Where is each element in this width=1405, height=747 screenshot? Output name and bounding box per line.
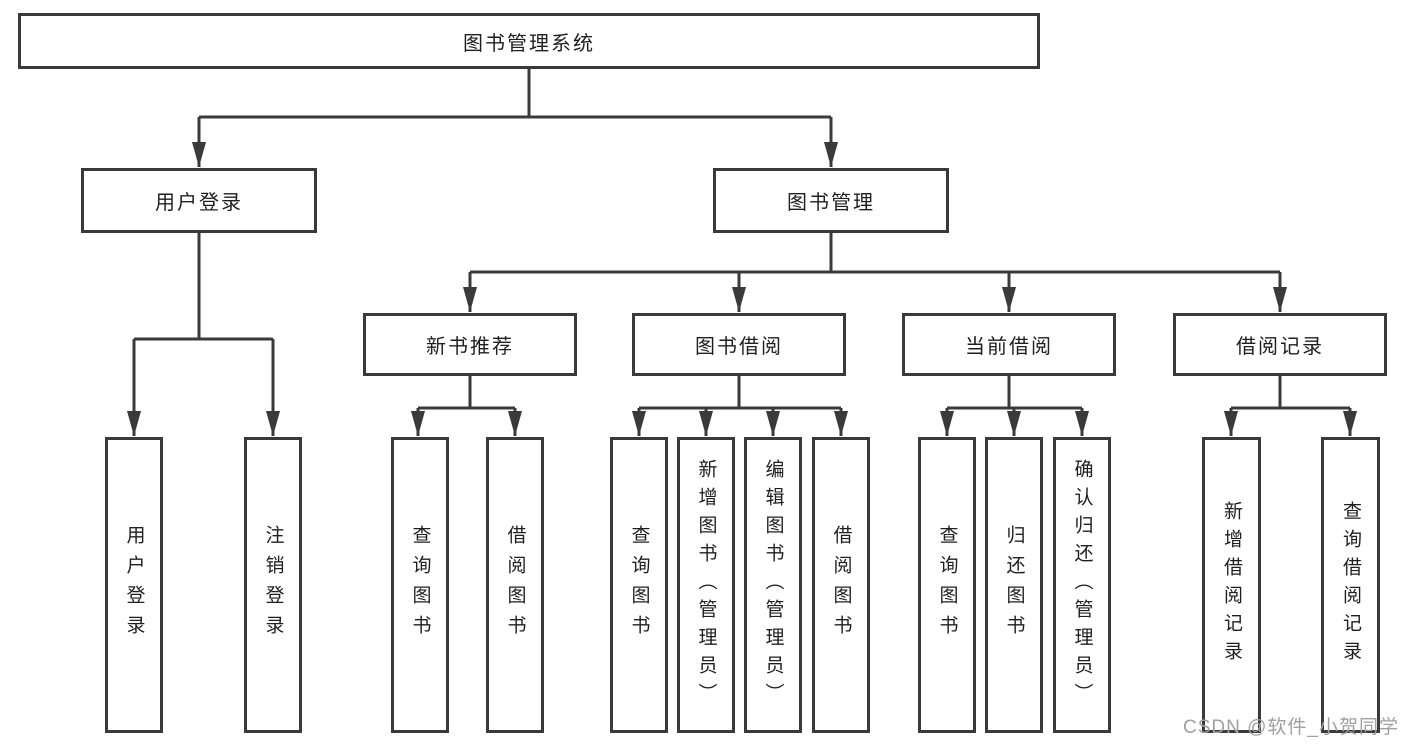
node-current-borrow: 当前借阅 — [902, 313, 1116, 376]
node-book-borrow: 图书借阅 — [632, 313, 846, 376]
node-user-login: 用户登录 — [81, 168, 317, 233]
leaf-confirm-return-admin: 确认归还（管理员） — [1053, 437, 1111, 733]
node-new-book-recommend: 新书推荐 — [363, 313, 577, 376]
leaf-recommend-borrow-books: 借阅图书 — [486, 437, 544, 733]
node-book-management: 图书管理 — [713, 168, 949, 233]
leaf-edit-book-admin: 编辑图书（管理员） — [744, 437, 802, 733]
watermark: CSDN @软件_小贺同学 — [1183, 717, 1399, 738]
leaf-borrow-books: 借阅图书 — [812, 437, 870, 733]
connector-root-to-level1 — [192, 69, 838, 167]
leaf-return-books: 归还图书 — [985, 437, 1043, 733]
connector-borrow-children — [632, 376, 848, 436]
leaf-user-login: 用户登录 — [105, 437, 163, 733]
node-root: 图书管理系统 — [18, 13, 1040, 69]
leaf-add-book-admin: 新增图书（管理员） — [677, 437, 735, 733]
connector-user-login-children — [127, 233, 280, 436]
leaf-logout-login: 注销登录 — [244, 437, 302, 733]
leaf-query-borrow-record: 查询借阅记录 — [1321, 437, 1380, 733]
leaf-current-query-books: 查询图书 — [918, 437, 976, 733]
connector-book-management-children — [463, 233, 1287, 312]
node-borrow-records: 借阅记录 — [1173, 313, 1387, 376]
leaf-add-borrow-record: 新增借阅记录 — [1202, 437, 1261, 733]
leaf-recommend-query-books: 查询图书 — [391, 437, 449, 733]
connector-records-children — [1224, 376, 1357, 436]
connector-recommend-children — [411, 376, 522, 436]
connector-current-children — [940, 376, 1089, 436]
leaf-borrow-query-books: 查询图书 — [610, 437, 668, 733]
